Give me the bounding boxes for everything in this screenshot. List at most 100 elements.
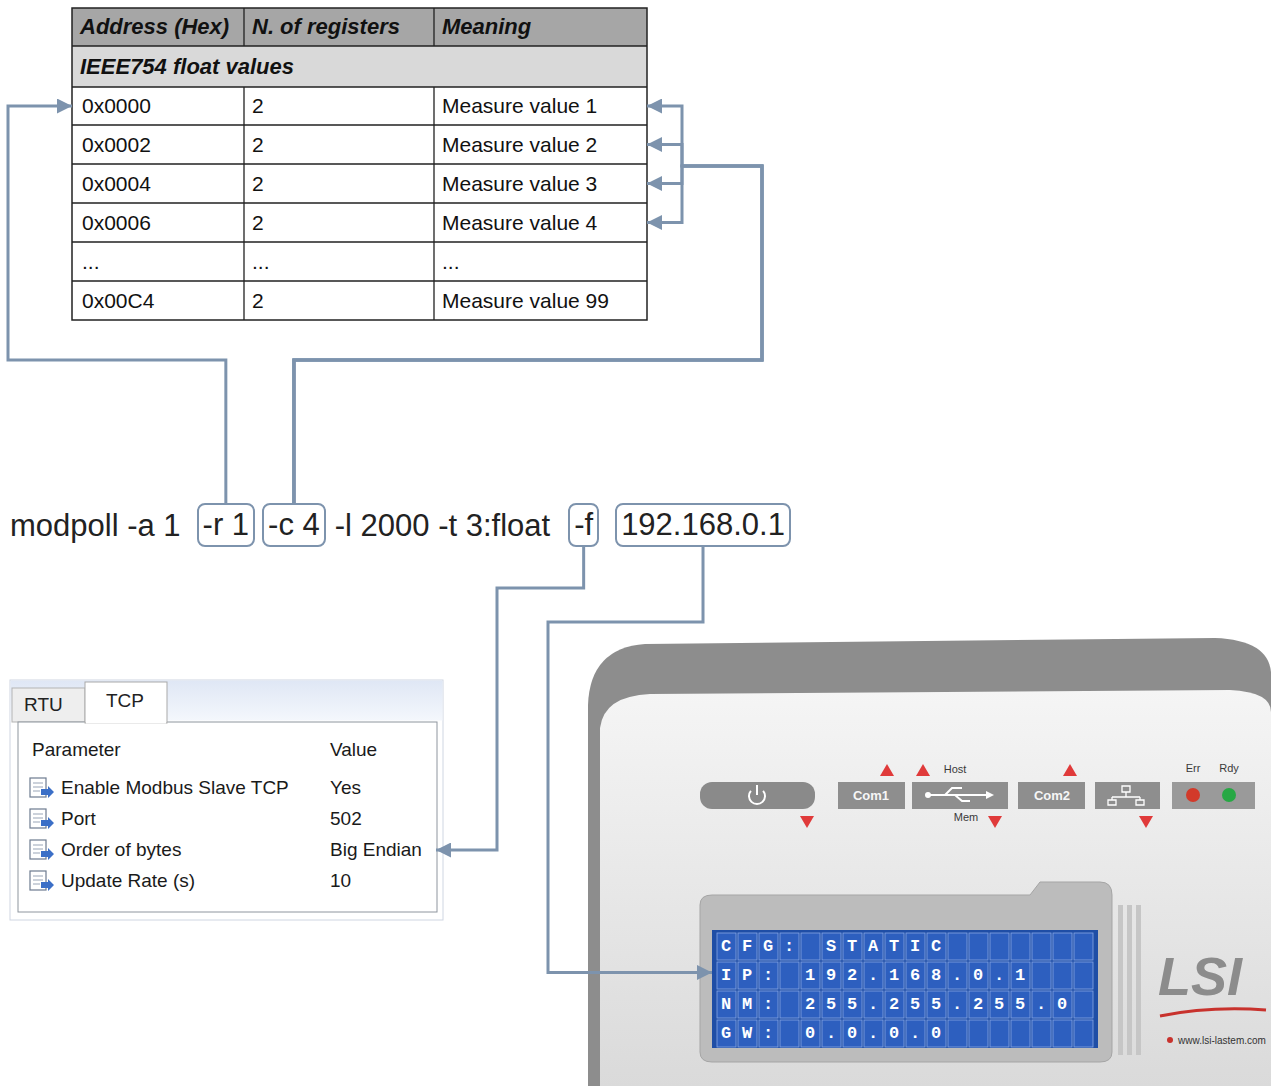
parameter-name: Update Rate (s) bbox=[61, 869, 195, 893]
lcd-display: CFG: STATICIP: 192.168.0.1NM: 255.255.25… bbox=[712, 930, 1098, 1048]
power-symbol bbox=[749, 785, 765, 804]
parameter-icon bbox=[30, 871, 54, 891]
parameter-value: 10 bbox=[330, 869, 351, 893]
table-cell: 0x00C4 bbox=[82, 281, 154, 320]
com2-port bbox=[1018, 782, 1085, 809]
address-box: 192.168.0.1 bbox=[615, 503, 791, 547]
connector-arrow bbox=[294, 166, 762, 503]
option-text: 192.168.0.1 bbox=[621, 507, 785, 542]
led-label: Rdy bbox=[1219, 762, 1239, 774]
section-header: IEEE754 float values bbox=[80, 46, 294, 87]
housing-rim bbox=[588, 638, 1271, 1086]
housing-groove bbox=[1136, 905, 1141, 1055]
option-box: -r 1 bbox=[197, 503, 256, 547]
up-triangle bbox=[880, 764, 894, 776]
table-cell: ... bbox=[442, 242, 460, 281]
option-text: -f bbox=[574, 507, 593, 542]
option-text: -c 4 bbox=[268, 507, 320, 542]
led-panel bbox=[1172, 782, 1255, 809]
connector-arrow bbox=[548, 547, 712, 972]
cell-text: 2 bbox=[252, 125, 264, 164]
tab-active bbox=[85, 682, 167, 723]
cell-text: Measure value 4 bbox=[442, 203, 597, 242]
connector-arrow bbox=[8, 106, 226, 503]
lcd-screen bbox=[712, 930, 1098, 1048]
table-cell: ... bbox=[252, 242, 270, 281]
down-triangle bbox=[988, 816, 1002, 828]
cell-text: Order of bytes bbox=[61, 838, 181, 862]
down-triangle bbox=[1139, 816, 1153, 828]
cell-text: 0x0004 bbox=[82, 164, 151, 203]
cell-text: 0x0000 bbox=[82, 87, 151, 125]
parameter-row: Order of bytes Big Endian bbox=[19, 838, 436, 862]
housing-face bbox=[600, 690, 1271, 1086]
cell-text: 0x0006 bbox=[82, 203, 151, 242]
led-label: Err bbox=[1186, 762, 1201, 774]
table-border bbox=[72, 8, 647, 320]
config-content-box bbox=[18, 722, 437, 912]
indicator-triangles bbox=[800, 764, 1153, 828]
tab-inactive bbox=[12, 688, 85, 722]
usb-symbol bbox=[930, 788, 986, 801]
table-cell: ... bbox=[82, 242, 100, 281]
lcd-line: IP: 192.168.0.1 bbox=[712, 961, 1098, 990]
com1-port bbox=[838, 782, 905, 809]
table-grid bbox=[72, 8, 647, 320]
usb-symbol bbox=[986, 791, 994, 799]
table-cell: Measure value 99 bbox=[442, 281, 609, 320]
network-symbol bbox=[1108, 786, 1144, 805]
network-port bbox=[1095, 782, 1160, 809]
port-label: Com1 bbox=[853, 788, 889, 803]
lcd-line: CFG: STATIC bbox=[712, 932, 1098, 961]
config-window bbox=[10, 680, 443, 920]
lcd-line: GW: 0.0.0.0 bbox=[712, 1019, 1098, 1048]
column-header: N. of registers bbox=[252, 8, 400, 46]
connector-arrow bbox=[436, 547, 584, 850]
column-header: Value bbox=[330, 738, 377, 762]
up-triangle bbox=[916, 764, 930, 776]
port-label: Mem bbox=[954, 811, 978, 823]
parameter-value: Yes bbox=[330, 776, 361, 800]
web-address: www.lsi-lastem.com bbox=[1178, 1035, 1266, 1046]
connector-arrow bbox=[294, 166, 762, 503]
column-header: Meaning bbox=[442, 8, 531, 46]
logo-swoosh bbox=[1160, 1009, 1266, 1016]
column-header: Parameter bbox=[32, 738, 121, 762]
table-cell: 2 bbox=[252, 281, 264, 320]
housing-groove bbox=[1127, 905, 1132, 1055]
parameter-icon bbox=[30, 809, 54, 829]
logo-dot bbox=[1167, 1037, 1173, 1043]
error-led bbox=[1186, 788, 1200, 802]
cell-text: Measure value 1 bbox=[442, 87, 597, 125]
cell-text: Measure value 3 bbox=[442, 164, 597, 203]
usb-port bbox=[912, 782, 1008, 809]
port-label: Host bbox=[944, 763, 967, 775]
option-box: -c 4 bbox=[262, 503, 326, 547]
command-text: -l 2000 -t 3:float bbox=[335, 507, 550, 545]
cell-text: 2 bbox=[252, 87, 264, 125]
connector-arrow bbox=[294, 145, 762, 504]
parameter-name: Enable Modbus Slave TCP bbox=[61, 776, 289, 800]
section-row-fill bbox=[72, 46, 647, 87]
power-button bbox=[700, 782, 815, 809]
lcd-line: NM: 255.255.255.0 bbox=[712, 990, 1098, 1019]
brand-logo: LSI bbox=[1158, 946, 1242, 1006]
connector-arrow bbox=[294, 106, 762, 503]
parameter-icon bbox=[30, 840, 54, 860]
parameter-value: 502 bbox=[330, 807, 362, 831]
cell-text: Big Endian bbox=[330, 838, 422, 862]
option-box: -f bbox=[568, 503, 599, 547]
register-row: 0x0000 2 Measure value 1 bbox=[72, 87, 647, 125]
cell-text: 0x0002 bbox=[82, 125, 151, 164]
tab-label: RTU bbox=[24, 690, 63, 720]
ready-led bbox=[1222, 788, 1236, 802]
register-row: 0x00022Measure value 2 bbox=[72, 125, 647, 164]
port-label: Com2 bbox=[1034, 788, 1070, 803]
register-row: 0x00062Measure value 4 bbox=[72, 203, 647, 242]
housing-groove bbox=[1118, 905, 1123, 1055]
parameter-name: Port bbox=[61, 807, 96, 831]
up-triangle bbox=[1063, 764, 1077, 776]
down-triangle bbox=[800, 816, 814, 828]
